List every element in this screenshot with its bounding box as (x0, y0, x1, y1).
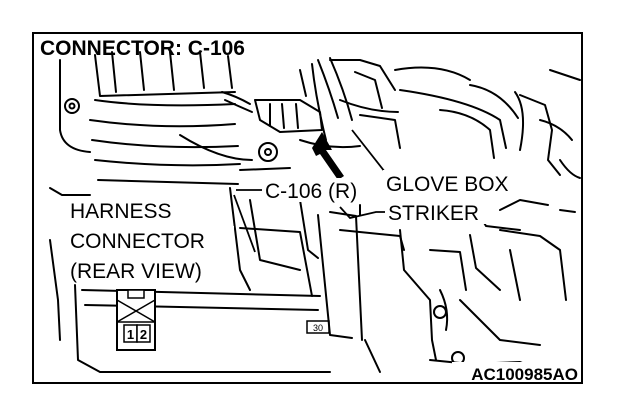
glove-box-label-line1: GLOVE BOX (386, 173, 509, 196)
connector-pin-1: 1 (127, 327, 134, 342)
connector-arrow-icon (312, 132, 344, 180)
leader-lines (233, 129, 386, 253)
panel-mark-text: 30 (313, 323, 323, 333)
harness-label-line2: CONNECTOR (70, 230, 205, 253)
dashboard-line-art (49, 51, 581, 373)
figure-code: AC100985AO (471, 365, 578, 384)
harness-label-line3: (REAR VIEW) (70, 260, 202, 283)
connector-id-label: C-106 (R) (265, 180, 357, 203)
harness-label-line1: HARNESS (70, 200, 172, 223)
harness-connector-symbol: 1 2 (116, 289, 156, 351)
diagram-title: CONNECTOR: C-106 (40, 37, 245, 60)
callout-labels: C-106 (R) GLOVE BOX STRIKER HARNESS CONN… (66, 170, 531, 283)
figure-frame (32, 32, 583, 384)
connector-pin-2: 2 (140, 327, 147, 342)
panel-mark-box (306, 320, 330, 334)
glove-box-label-line2: STRIKER (388, 202, 479, 225)
